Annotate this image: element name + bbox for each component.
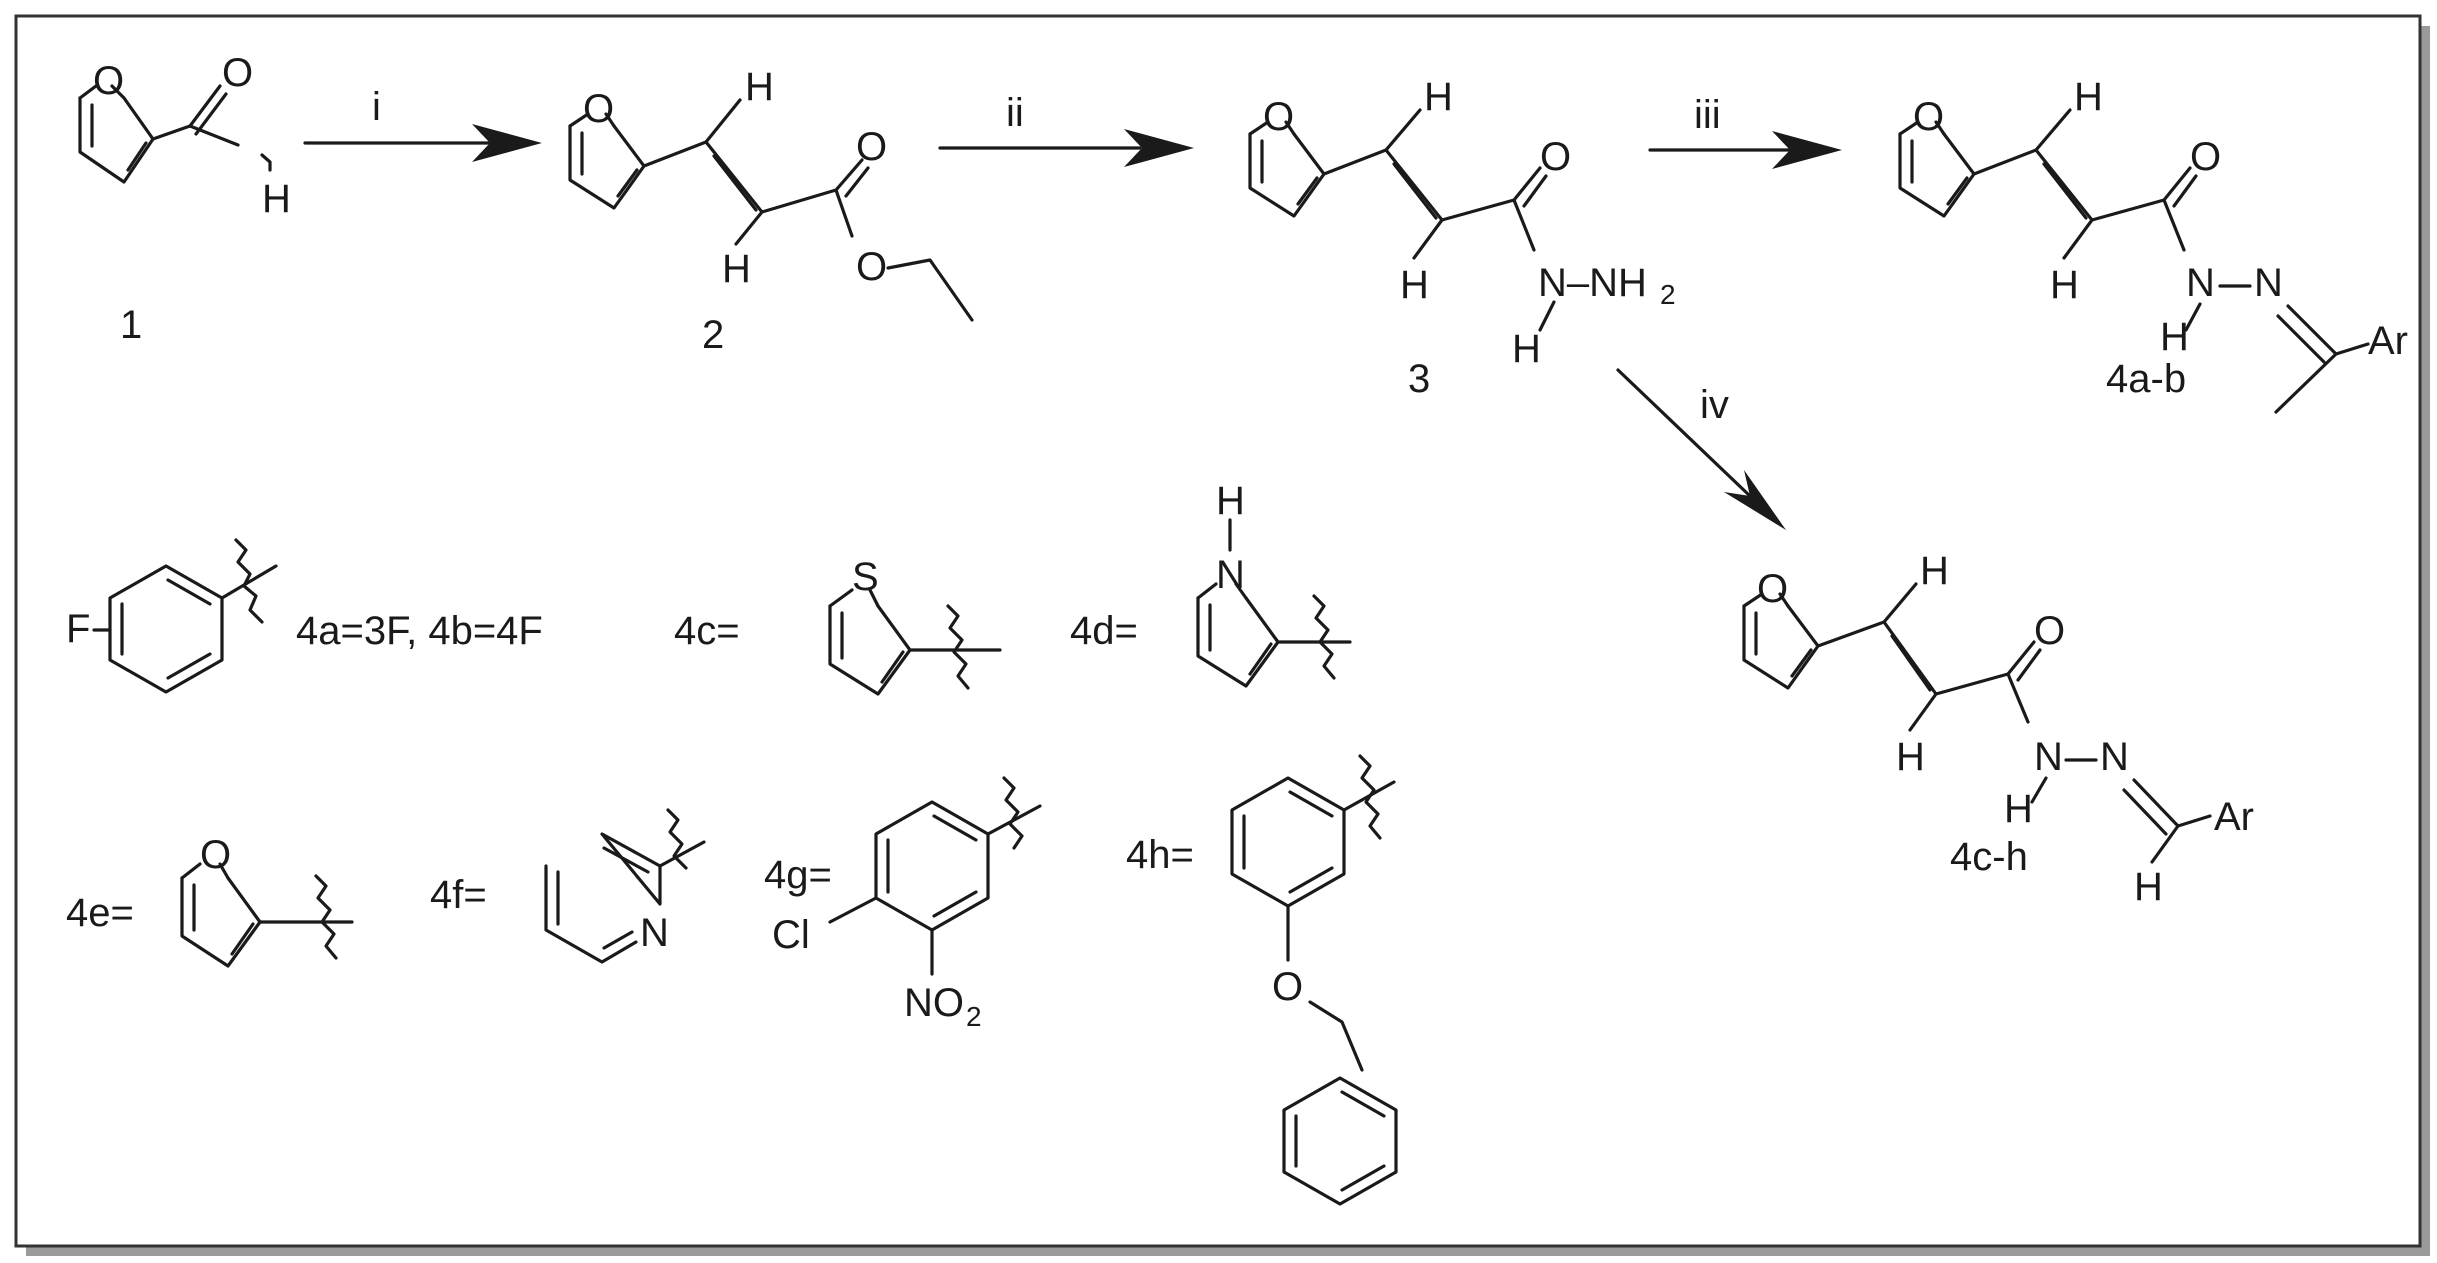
atom-label: O bbox=[2190, 135, 2221, 179]
substituent-4a-4b: F 4a=3F, 4b=4F bbox=[66, 538, 543, 694]
atom-label: H bbox=[1424, 75, 1453, 119]
compound-1: O O H 1 bbox=[78, 51, 291, 347]
atom-label: N bbox=[2034, 735, 2063, 779]
compound-2: O H H O O 2 bbox=[568, 65, 974, 357]
compound-label-4ch: 4c-h bbox=[1950, 835, 2028, 879]
atom-subscript: 2 bbox=[1660, 279, 1676, 310]
atom-label: N bbox=[2100, 735, 2129, 779]
atom-label: H bbox=[2134, 865, 2163, 909]
substituent-4d: 4d= N H bbox=[1070, 479, 1352, 688]
atom-label: F bbox=[66, 607, 90, 651]
compound-label-4ab: 4a-b bbox=[2106, 357, 2186, 401]
substituent-4e: 4e= O bbox=[66, 833, 354, 968]
substituent-label-4e: 4e= bbox=[66, 891, 134, 935]
compound-3: O H H O N–NH 2 H 3 bbox=[1248, 75, 1676, 401]
atom-label: NO bbox=[904, 981, 964, 1025]
atom-label: Ar bbox=[2368, 319, 2408, 363]
substituent-4h: 4h= O bbox=[1126, 754, 1398, 1206]
compound-label-1: 1 bbox=[120, 303, 142, 347]
arrow-step-ii: ii bbox=[938, 91, 1194, 167]
atom-label: O bbox=[856, 125, 887, 169]
atom-label: N–NH bbox=[1538, 261, 1647, 305]
atom-label: H bbox=[1216, 479, 1245, 523]
atom-label: Ar bbox=[2214, 795, 2254, 839]
atom-subscript: 2 bbox=[966, 1001, 982, 1032]
substituent-4c: 4c= S bbox=[674, 555, 1002, 696]
substituent-label-4c: 4c= bbox=[674, 609, 740, 653]
atom-label: N bbox=[640, 911, 669, 955]
atom-label: H bbox=[2004, 787, 2033, 831]
atom-label: O bbox=[222, 51, 253, 95]
substituent-4f: 4f= N bbox=[430, 808, 706, 964]
atom-label: H bbox=[2160, 315, 2189, 359]
atom-label: O bbox=[856, 245, 887, 289]
atom-label: S bbox=[852, 555, 879, 599]
atom-label: O bbox=[93, 59, 124, 103]
compound-label-3: 3 bbox=[1408, 357, 1430, 401]
arrow-step-iii: iii bbox=[1648, 93, 1842, 169]
arrow-step-i: i bbox=[303, 85, 542, 162]
atom-label: Cl bbox=[772, 913, 810, 957]
atom-label: O bbox=[1540, 135, 1571, 179]
step-label-iii: iii bbox=[1694, 93, 1721, 137]
atom-label: O bbox=[1757, 567, 1788, 611]
step-label-iv: iv bbox=[1700, 383, 1729, 427]
atom-label: N bbox=[1216, 553, 1245, 597]
atom-label: N bbox=[2254, 261, 2283, 305]
atom-label: H bbox=[2074, 75, 2103, 119]
atom-label: O bbox=[1263, 95, 1294, 139]
compound-label-2: 2 bbox=[702, 313, 724, 357]
atom-label: O bbox=[583, 87, 614, 131]
substituent-label-4g: 4g= bbox=[764, 853, 832, 897]
compound-4ab: O H H O N N H Ar 4a-b bbox=[1898, 75, 2408, 414]
step-label-ii: ii bbox=[1006, 91, 1024, 135]
atom-label: O bbox=[1272, 965, 1303, 1009]
compound-4ch: O H H O N N H Ar H 4c-h bbox=[1742, 549, 2254, 909]
atom-label: O bbox=[1913, 95, 1944, 139]
step-label-i: i bbox=[372, 85, 381, 129]
substituent-4g: 4g= Cl NO 2 bbox=[764, 776, 1042, 1032]
atom-label: O bbox=[200, 833, 231, 877]
substituent-label-4h: 4h= bbox=[1126, 833, 1194, 877]
substituent-label-4ab: 4a=3F, 4b=4F bbox=[296, 609, 543, 653]
atom-label: N bbox=[2186, 261, 2215, 305]
atom-label: H bbox=[1896, 735, 1925, 779]
atom-label: H bbox=[1920, 549, 1949, 593]
atom-label: H bbox=[262, 177, 291, 221]
arrow-step-iv: iv bbox=[1616, 368, 1786, 530]
atom-label: H bbox=[1400, 263, 1429, 307]
substituent-label-4f: 4f= bbox=[430, 873, 487, 917]
atom-label: H bbox=[2050, 263, 2079, 307]
atom-label: H bbox=[1512, 327, 1541, 371]
atom-label: O bbox=[2034, 609, 2065, 653]
frame bbox=[14, 14, 2422, 1248]
atom-label: H bbox=[745, 65, 774, 109]
atom-label: H bbox=[722, 247, 751, 291]
substituent-label-4d: 4d= bbox=[1070, 609, 1138, 653]
